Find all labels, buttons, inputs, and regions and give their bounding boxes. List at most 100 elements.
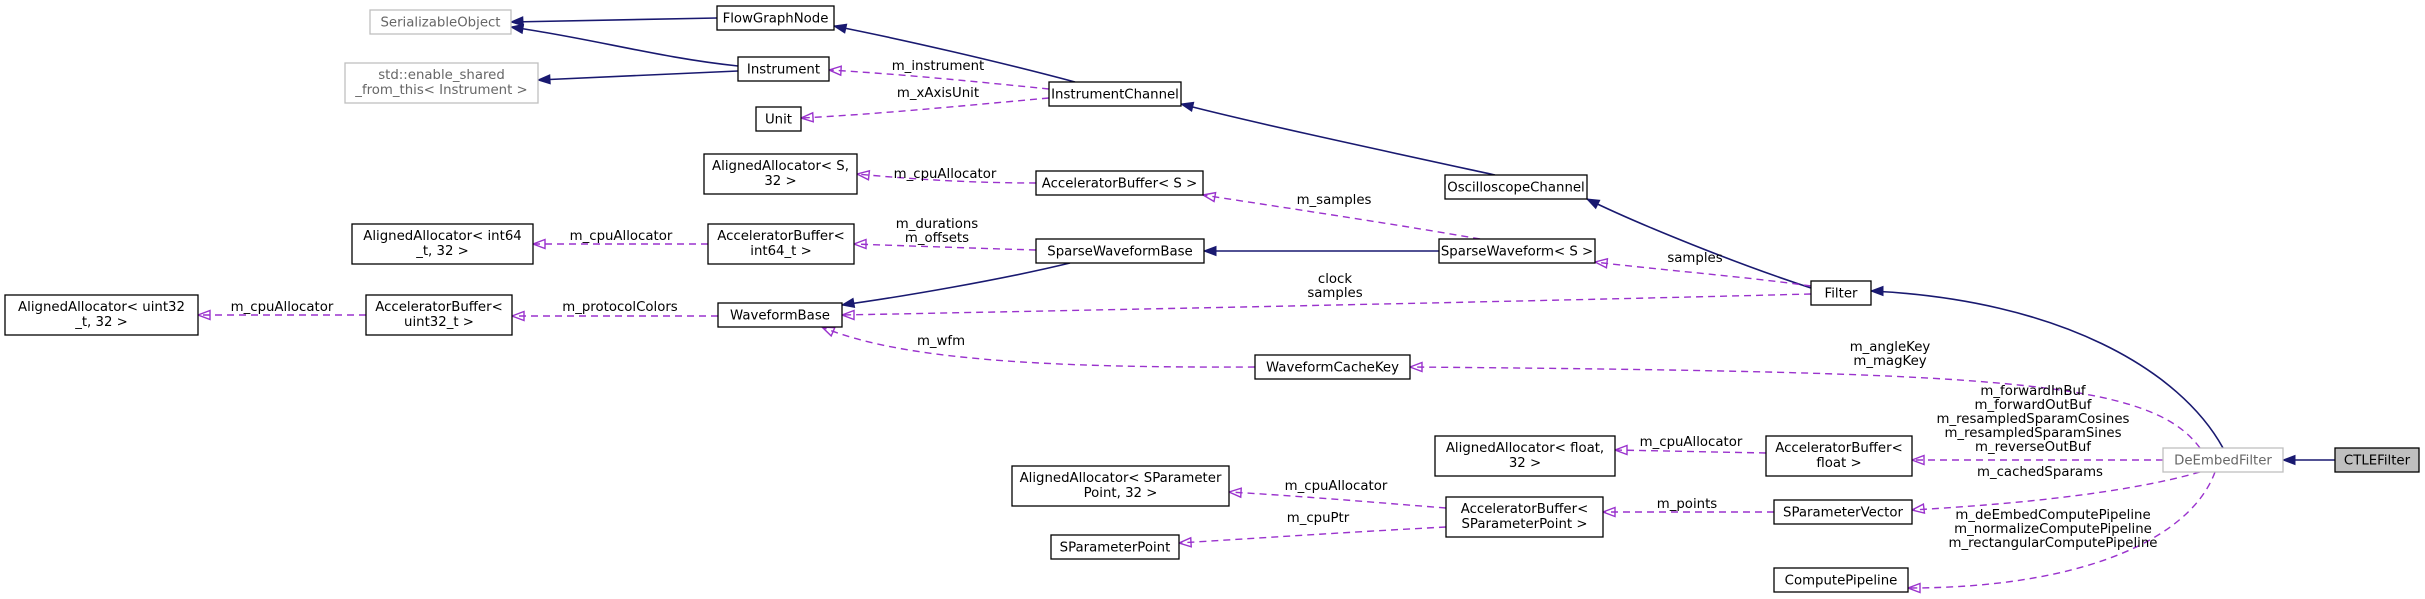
usage-arrow-icon (852, 238, 867, 250)
inheritance-arrow-icon (536, 74, 551, 85)
class-node-aligned-allocator-s[interactable]: AlignedAllocator< S,32 > (703, 153, 858, 195)
class-node-filter[interactable]: Filter (1810, 280, 1872, 306)
node-label: AlignedAllocator< SParameter (1020, 471, 1222, 486)
edge-label: m_cpuAllocator (231, 300, 334, 315)
node-label: _t, 32 > (74, 315, 128, 330)
node-box (2334, 447, 2420, 473)
node-box (1035, 170, 1204, 196)
class-node-sparameter-vector[interactable]: SParameterVector (1773, 499, 1913, 525)
node-label: float > (1816, 456, 1861, 471)
node-label: InstrumentChannel (1051, 88, 1179, 103)
class-node-deembed-filter[interactable]: DeEmbedFilter (2162, 447, 2284, 473)
class-node-flow-graph-node[interactable]: FlowGraphNode (716, 5, 835, 31)
class-node-accelerator-buffer-s[interactable]: AcceleratorBuffer< S > (1035, 170, 1204, 196)
class-node-accelerator-buffer-uint32[interactable]: AcceleratorBuffer<uint32_t > (365, 294, 513, 336)
node-label: WaveformBase (730, 309, 830, 324)
node-label: FlowGraphNode (723, 12, 829, 27)
inheritance-arrow-icon (1202, 245, 1217, 257)
class-node-instrument-channel[interactable]: InstrumentChannel (1048, 81, 1182, 107)
class-node-accelerator-buffer-sparam[interactable]: AcceleratorBuffer<SParameterPoint > (1445, 496, 1604, 538)
node-label: uint32_t > (404, 315, 474, 330)
node-label: Instrument (747, 63, 820, 78)
class-node-sparse-waveform-s[interactable]: SparseWaveform< S > (1438, 238, 1596, 264)
node-label: AlignedAllocator< float, (1446, 441, 1604, 456)
node-label: DeEmbedFilter (2174, 454, 2272, 469)
node-box (344, 62, 539, 104)
node-box (1048, 81, 1182, 107)
edge-ichannel-to-fgn (832, 23, 1076, 83)
node-layer: SerializableObject FlowGraphNodestd::enab… (4, 5, 2420, 593)
class-node-instrument[interactable]: Instrument (737, 56, 830, 82)
class-node-waveform-base[interactable]: WaveformBase (717, 302, 843, 328)
edge-label: m_cpuAllocator (1640, 435, 1743, 450)
edge-line (510, 26, 739, 67)
edge-line (800, 97, 1050, 119)
edge-label: m_cpuAllocator (1285, 479, 1388, 494)
class-node-accelerator-buffer-int64[interactable]: AcceleratorBuffer<int64_t > (707, 223, 855, 265)
node-box (703, 153, 858, 195)
edge-line (841, 262, 1071, 306)
edge-line (1907, 471, 2216, 589)
edge-instrument-to-enable-shared (536, 70, 739, 85)
edge-label: m_resampledSparamSines (1944, 426, 2121, 441)
edge-ichannel-instrument: m_instrument (827, 59, 1050, 90)
class-node-aligned-allocator-int64[interactable]: AlignedAllocator< int64_t, 32 > (351, 223, 534, 265)
class-node-aligned-allocator-uint32[interactable]: AlignedAllocator< uint32_t, 32 > (4, 294, 199, 336)
node-label: 32 > (1509, 456, 1541, 471)
class-node-compute-pipeline[interactable]: ComputePipeline (1773, 567, 1909, 593)
class-node-oscilloscope-channel[interactable]: OscilloscopeChannel (1444, 174, 1588, 200)
edge-line (1911, 471, 2201, 511)
edge-line (833, 25, 1076, 83)
edge-label: m_wfm (917, 334, 965, 349)
node-label: AcceleratorBuffer< (1461, 502, 1588, 517)
usage-arrow-icon (820, 326, 836, 338)
node-label: Point, 32 > (1084, 486, 1158, 501)
class-node-aligned-allocator-float[interactable]: AlignedAllocator< float,32 > (1434, 435, 1616, 477)
class-node-waveform-cache-key[interactable]: WaveformCacheKey (1254, 354, 1411, 380)
node-box (1765, 435, 1913, 477)
node-label: _from_this< Instrument > (354, 83, 527, 98)
node-label: ComputePipeline (1785, 574, 1898, 589)
edge-line (510, 17, 718, 23)
edge-abuf-s-alloc: m_cpuAllocator (855, 167, 1037, 184)
edge-line (1586, 198, 1812, 289)
node-box (2162, 447, 2284, 473)
node-box (755, 106, 802, 132)
class-node-enable-shared[interactable]: std::enable_shared_from_this< Instrument… (344, 62, 539, 104)
edge-label: m_cpuPtr (1287, 511, 1350, 526)
node-label: int64_t > (750, 244, 812, 259)
edge-abuf-float-alloc: m_cpuAllocator (1613, 435, 1767, 456)
node-box (365, 294, 513, 336)
usage-arrow-icon (1201, 191, 1217, 203)
node-label: SParameterPoint > (1461, 517, 1587, 532)
edge-abuf-int64-alloc: m_cpuAllocator (531, 229, 708, 250)
node-label: std::enable_shared (378, 68, 505, 83)
edge-label: m_samples (1297, 193, 1372, 208)
class-node-sparse-waveform-base[interactable]: SparseWaveformBase (1035, 238, 1205, 264)
node-box (1434, 435, 1616, 477)
edge-sws-to-swb (1202, 245, 1439, 257)
edge-line (821, 326, 1256, 368)
usage-arrow-icon (1910, 454, 1925, 466)
node-box (717, 302, 843, 328)
class-node-aligned-allocator-sparam[interactable]: AlignedAllocator< SParameterPoint, 32 > (1011, 465, 1230, 507)
edge-ctle-to-deembed (2281, 454, 2335, 466)
class-node-sparameter-point[interactable]: SParameterPoint (1050, 534, 1180, 560)
edge-abuf-sparam-alloc: m_cpuAllocator (1227, 479, 1447, 509)
edge-line (1870, 290, 2224, 449)
inheritance-arrow-icon (509, 16, 524, 27)
class-node-unit[interactable]: Unit (755, 106, 802, 132)
node-label: SparseWaveform< S > (1441, 245, 1593, 260)
inheritance-arrow-icon (2281, 454, 2296, 466)
edge-line (853, 243, 1037, 251)
class-node-serializable-object[interactable]: SerializableObject (369, 9, 512, 35)
edge-line (1594, 261, 1812, 287)
node-label: 32 > (764, 174, 796, 189)
class-node-ctle-filter[interactable]: CTLEFilter (2334, 447, 2420, 473)
class-node-accelerator-buffer-float[interactable]: AcceleratorBuffer<float > (1765, 435, 1913, 477)
usage-arrow-icon (531, 238, 546, 250)
inheritance-arrow-icon (1179, 101, 1195, 112)
